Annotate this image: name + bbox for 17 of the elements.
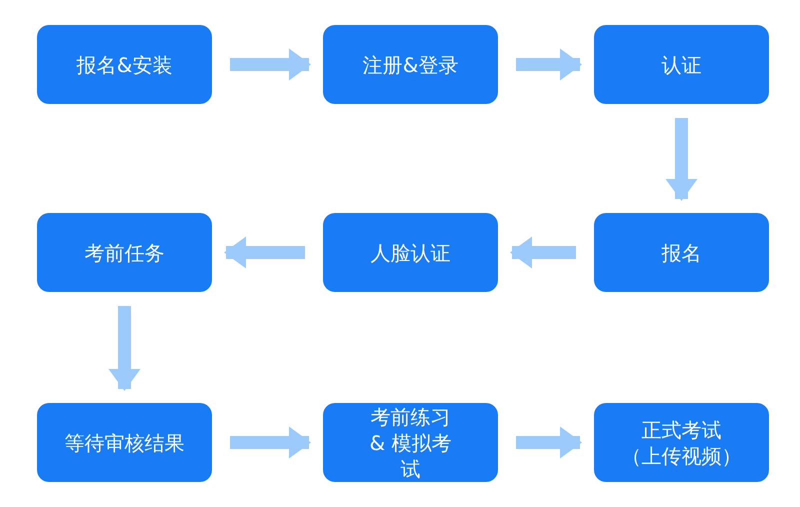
process-box: 等待审核结果 bbox=[37, 403, 212, 482]
process-box: 人脸认证 bbox=[323, 213, 498, 292]
arrow bbox=[230, 48, 311, 80]
process-box: 考前练习 & 模拟考试 bbox=[323, 403, 498, 482]
process-box: 注册&登录 bbox=[323, 25, 498, 104]
process-box: 认证 bbox=[594, 25, 769, 104]
arrow bbox=[516, 48, 582, 80]
process-box: 报名&安装 bbox=[37, 25, 212, 104]
arrow bbox=[510, 236, 576, 268]
arrow bbox=[516, 426, 582, 458]
arrow bbox=[666, 118, 698, 201]
process-box: 正式考试 （上传视频） bbox=[594, 403, 769, 482]
arrow bbox=[108, 306, 140, 391]
arrow bbox=[230, 426, 311, 458]
process-box: 报名 bbox=[594, 213, 769, 292]
arrow bbox=[224, 236, 305, 268]
process-box: 考前任务 bbox=[37, 213, 212, 292]
